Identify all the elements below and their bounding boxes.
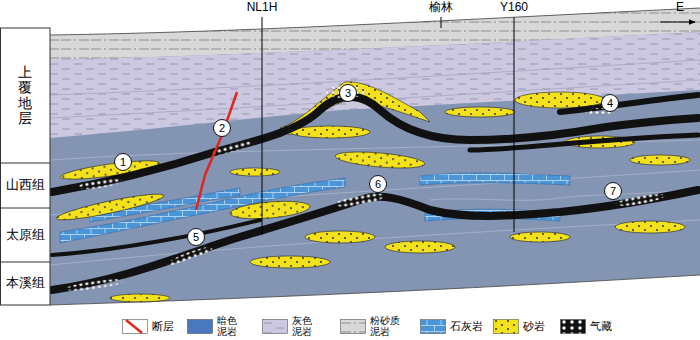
legend-item: 砂岩	[493, 314, 545, 338]
legend-item: 灰色泥岩	[262, 314, 314, 338]
legend-item: 断层	[122, 314, 174, 338]
callout-number: 1	[120, 156, 126, 168]
stratum-band: 太原组	[0, 208, 50, 262]
callout-number: 5	[193, 231, 199, 243]
well-label: Y160	[500, 1, 528, 15]
legend-item: 气藏	[560, 314, 612, 338]
place-label: 榆林	[429, 1, 453, 15]
callout-circle: 5	[187, 228, 205, 246]
callout-circle: 2	[213, 119, 231, 137]
stratum-name: 上覆地层	[18, 65, 32, 127]
callout-circle: 1	[114, 153, 132, 171]
legend-item: 粉砂质泥岩	[340, 314, 402, 338]
callout-circle: 7	[604, 182, 622, 200]
legend-swatch	[493, 319, 519, 334]
legend-swatch	[122, 319, 148, 334]
legend-swatch	[420, 319, 446, 334]
legend-swatch	[340, 319, 366, 334]
callout-circle: 4	[601, 94, 619, 112]
callout-number: 6	[375, 178, 381, 190]
stratum-name: 山西组	[6, 178, 45, 192]
stratum-band: 本溪组	[0, 262, 50, 305]
legend-text: 气藏	[590, 320, 612, 332]
stratum-band: 山西组	[0, 163, 50, 208]
callout-circle: 6	[369, 175, 387, 193]
legend-item: 石灰岩	[420, 314, 483, 338]
legend-text: 粉砂质泥岩	[370, 315, 402, 337]
legend-text: 暗色泥岩	[217, 315, 239, 337]
well-label: NL1H	[247, 1, 278, 15]
callout-number: 2	[219, 122, 225, 134]
legend-text: 砂岩	[523, 320, 545, 332]
stratum-band: 上覆地层	[0, 28, 50, 163]
stratum-name: 本溪组	[6, 276, 45, 290]
legend-text: 断层	[152, 320, 174, 332]
legend-swatch	[560, 319, 586, 334]
callout-number: 4	[607, 97, 613, 109]
legend-text: 石灰岩	[450, 320, 483, 332]
legend-text: 灰色泥岩	[292, 315, 314, 337]
legend-swatch	[262, 319, 288, 334]
direction-label: E	[676, 1, 684, 15]
callout-number: 3	[345, 87, 351, 99]
legend-swatch	[187, 319, 213, 334]
callout-number: 7	[610, 185, 616, 197]
legend-item: 暗色泥岩	[187, 314, 239, 338]
stratum-name: 太原组	[6, 228, 45, 242]
callout-circle: 3	[339, 84, 357, 102]
